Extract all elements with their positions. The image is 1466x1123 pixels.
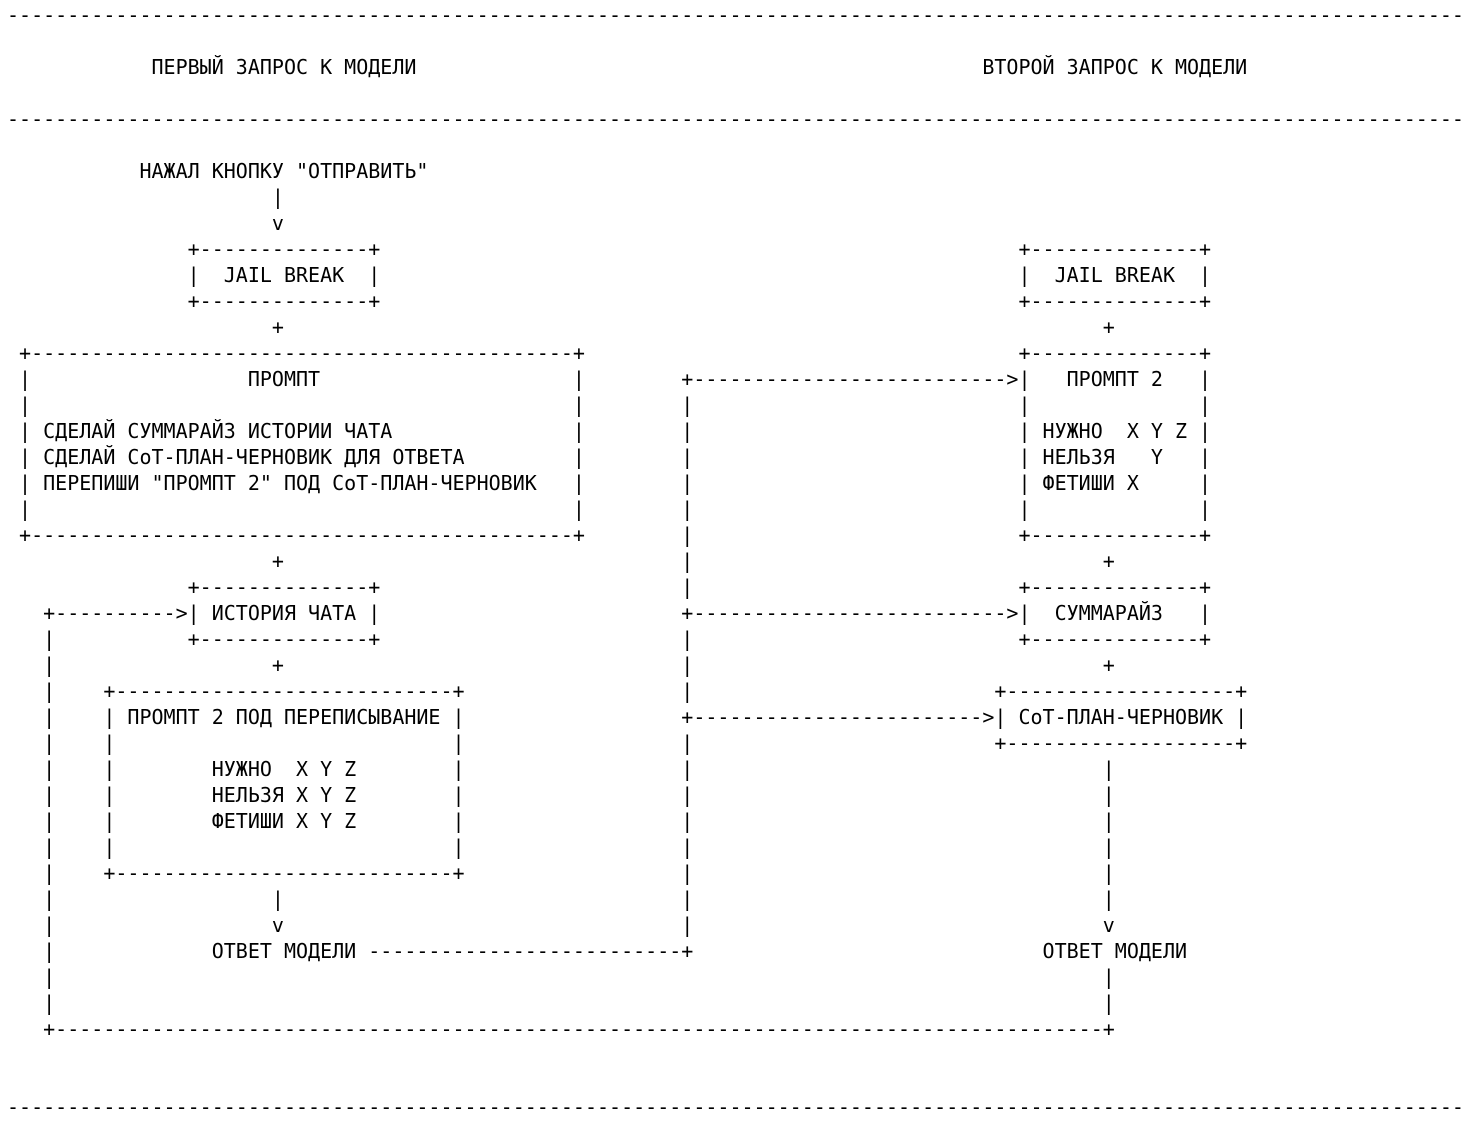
ascii-diagram-page: ----------------------------------------… <box>7 3 1464 1119</box>
ascii-flowchart: ----------------------------------------… <box>7 3 1464 1119</box>
